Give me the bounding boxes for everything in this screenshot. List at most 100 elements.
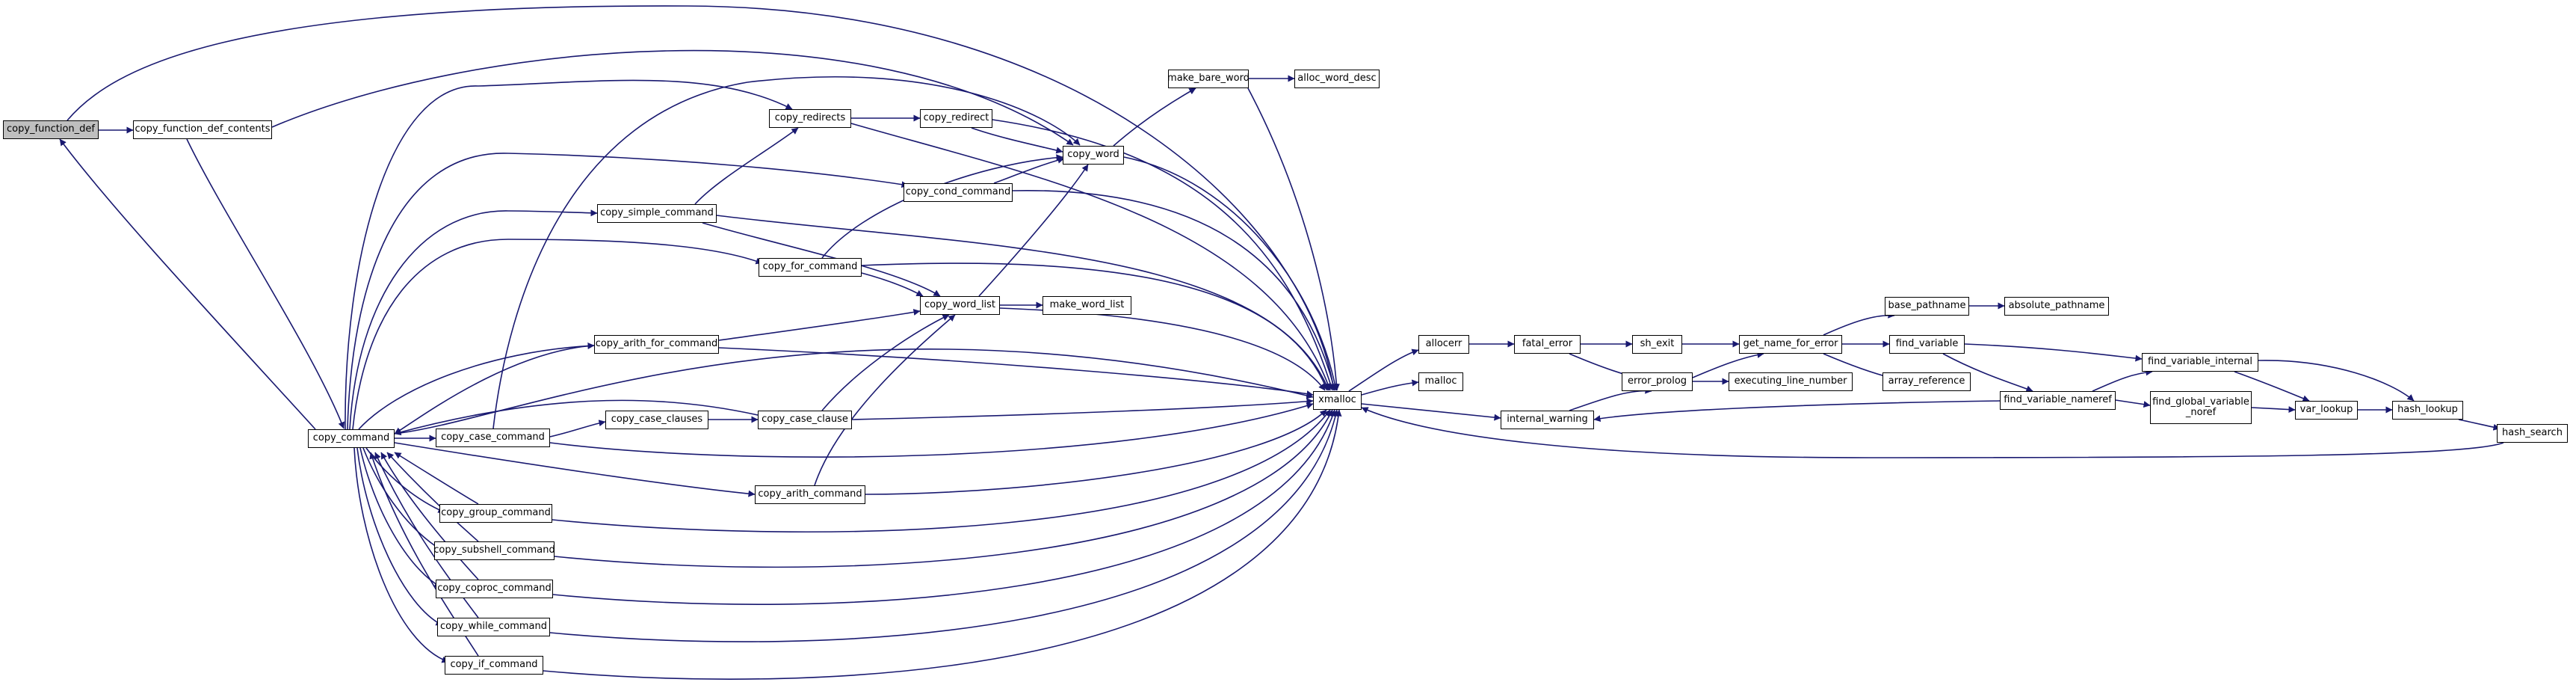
- edge-xmalloc-to-allocerr: [1348, 348, 1419, 392]
- node-base-pathname[interactable]: base_pathname: [1885, 297, 1969, 316]
- edge-find-variable-nameref-to-find-global-variable-noref: [2115, 399, 2151, 408]
- edge-copy-word-to-make-bare-word: [1113, 87, 1196, 147]
- node-copy-function-def[interactable]: copy_function_def: [3, 120, 99, 139]
- node-find-variable[interactable]: find_variable: [1889, 335, 1965, 354]
- node-malloc[interactable]: malloc: [1418, 372, 1463, 391]
- node-find-variable-internal[interactable]: find_variable_internal: [2142, 353, 2258, 372]
- edge-copy-cond-command-to-copy-word: [993, 156, 1065, 184]
- edge-get-name-for-error-to-base-pathname: [1823, 311, 1895, 336]
- edge-copy-word-list-to-copy-word: [978, 164, 1089, 297]
- edge-copy-redirects-to-xmalloc: [850, 123, 1332, 391]
- edge-internal-warning-to-error-prolog: [1569, 387, 1652, 411]
- edge-copy-arith-command-to-xmalloc: [865, 409, 1327, 495]
- edge-copy-word-to-xmalloc: [1123, 156, 1338, 391]
- edge-copy-group-command-to-xmalloc: [552, 409, 1331, 533]
- node-find-global-variable-noref[interactable]: find_global_variable _noref: [2150, 391, 2252, 424]
- node-allocerr[interactable]: allocerr: [1418, 335, 1469, 354]
- edge-copy-case-command-to-copy-case-clauses: [549, 420, 606, 437]
- edge-copy-function-def-contents-to-copy-word: [271, 49, 1074, 146]
- node-fatal-error[interactable]: fatal_error: [1514, 335, 1581, 354]
- edge-copy-command-to-copy-while-command: [356, 447, 443, 626]
- edge-error-prolog-to-get-name-for-error: [1692, 351, 1764, 378]
- node-get-name-for-error[interactable]: get_name_for_error: [1739, 335, 1842, 354]
- edge-copy-arith-for-command-to-copy-word-list: [718, 309, 921, 341]
- node-xmalloc[interactable]: xmalloc: [1313, 391, 1362, 410]
- node-executing-line-number[interactable]: executing_line_number: [1729, 372, 1853, 391]
- edge-find-variable-nameref-to-find-variable-internal: [2092, 369, 2153, 392]
- edge-find-global-variable-noref-to-var-lookup: [2251, 406, 2296, 414]
- node-copy-redirects[interactable]: copy_redirects: [769, 109, 851, 128]
- node-find-variable-nameref[interactable]: find_variable_nameref: [2000, 391, 2116, 410]
- edge-copy-command-to-copy-cond-command: [347, 153, 909, 430]
- node-copy-if-command[interactable]: copy_if_command: [445, 656, 543, 675]
- edge-find-variable-internal-to-hash-lookup: [2258, 360, 2415, 402]
- edge-copy-command-to-copy-if-command: [353, 447, 449, 663]
- edge-copy-command-to-copy-arith-command: [394, 442, 756, 497]
- node-absolute-pathname[interactable]: absolute_pathname: [2004, 297, 2109, 316]
- edge-find-variable-to-find-variable-internal: [1964, 343, 2143, 362]
- node-error-prolog[interactable]: error_prolog: [1622, 372, 1693, 391]
- edge-copy-command-to-copy-coproc-command: [359, 447, 442, 588]
- node-internal-warning[interactable]: internal_warning: [1501, 411, 1594, 429]
- edge-copy-arith-command-to-copy-word-list: [814, 314, 956, 486]
- edge-xmalloc-to-malloc: [1361, 379, 1419, 396]
- node-copy-command[interactable]: copy_command: [308, 429, 395, 448]
- node-make-word-list[interactable]: make_word_list: [1043, 296, 1131, 315]
- edge-copy-arith-for-command-to-xmalloc: [718, 347, 1314, 398]
- edge-copy-subshell-command-to-xmalloc: [554, 409, 1333, 568]
- edge-copy-case-command-to-xmalloc: [549, 402, 1314, 458]
- edge-copy-coproc-command-to-xmalloc: [552, 409, 1336, 605]
- edge-copy-cond-command-to-xmalloc: [1012, 190, 1337, 391]
- node-copy-redirect[interactable]: copy_redirect: [920, 109, 992, 128]
- edge-xmalloc-to-internal-warning: [1361, 403, 1501, 421]
- node-copy-group-command[interactable]: copy_group_command: [439, 504, 552, 523]
- node-array-reference[interactable]: array_reference: [1882, 372, 1971, 391]
- edge-copy-coproc-command-to-copy-command: [380, 452, 479, 580]
- edge-copy-case-clause-to-xmalloc: [851, 398, 1314, 420]
- edge-copy-subshell-command-to-copy-command: [386, 452, 479, 542]
- node-hash-search[interactable]: hash_search: [2497, 424, 2568, 443]
- edge-copy-case-clause-to-copy-command: [394, 399, 759, 436]
- node-copy-word[interactable]: copy_word: [1063, 146, 1124, 165]
- node-sh-exit[interactable]: sh_exit: [1632, 335, 1682, 354]
- node-copy-case-clause[interactable]: copy_case_clause: [758, 411, 852, 429]
- edge-find-variable-internal-to-var-lookup: [2234, 371, 2310, 402]
- node-copy-case-clauses[interactable]: copy_case_clauses: [605, 411, 708, 429]
- edge-copy-simple-command-to-copy-redirects: [694, 127, 799, 205]
- edge-copy-simple-command-to-xmalloc: [716, 215, 1329, 391]
- edge-copy-redirect-to-xmalloc: [992, 119, 1334, 391]
- edge-hash-lookup-to-hash-search: [2458, 419, 2501, 431]
- edge-copy-function-def-to-xmalloc: [67, 5, 1337, 391]
- node-copy-word-list[interactable]: copy_word_list: [920, 296, 1000, 315]
- edge-copy-command-to-copy-for-command: [352, 239, 763, 430]
- edge-copy-arith-for-command-to-copy-command: [394, 345, 595, 434]
- node-copy-simple-command[interactable]: copy_simple_command: [597, 204, 717, 223]
- node-var-lookup[interactable]: var_lookup: [2295, 401, 2358, 420]
- node-copy-subshell-command[interactable]: copy_subshell_command: [433, 541, 555, 560]
- edge-copy-command-to-copy-redirects: [345, 79, 793, 430]
- node-hash-lookup[interactable]: hash_lookup: [2392, 401, 2463, 420]
- node-copy-case-command[interactable]: copy_case_command: [436, 429, 550, 447]
- edge-copy-for-command-to-copy-word-list: [861, 272, 924, 297]
- edge-copy-case-command-to-copy-word: [492, 76, 1081, 429]
- node-copy-coproc-command[interactable]: copy_coproc_command: [436, 580, 553, 598]
- edge-copy-while-command-to-xmalloc: [549, 409, 1339, 642]
- node-copy-for-command[interactable]: copy_for_command: [759, 258, 862, 277]
- node-copy-function-def-contents[interactable]: copy_function_def_contents: [133, 120, 272, 139]
- edge-copy-if-command-to-xmalloc: [543, 409, 1342, 680]
- edge-copy-case-clause-to-copy-word-list: [821, 314, 950, 411]
- node-copy-arith-for-command[interactable]: copy_arith_for_command: [594, 335, 719, 354]
- edge-make-bare-word-to-xmalloc: [1247, 87, 1340, 391]
- node-make-bare-word[interactable]: make_bare_word: [1167, 70, 1250, 88]
- edge-copy-while-command-to-copy-command: [374, 452, 479, 618]
- node-alloc-word-desc[interactable]: alloc_word_desc: [1294, 70, 1380, 88]
- edge-copy-command-to-copy-simple-command: [349, 209, 598, 430]
- node-copy-cond-command[interactable]: copy_cond_command: [904, 183, 1013, 202]
- edge-hash-search-to-xmalloc: [1361, 407, 2504, 458]
- edge-copy-command-to-copy-subshell-command: [362, 447, 442, 550]
- edge-copy-for-command-to-xmalloc: [861, 262, 1329, 391]
- node-copy-arith-command[interactable]: copy_arith_command: [755, 485, 865, 504]
- node-copy-while-command[interactable]: copy_while_command: [437, 618, 550, 636]
